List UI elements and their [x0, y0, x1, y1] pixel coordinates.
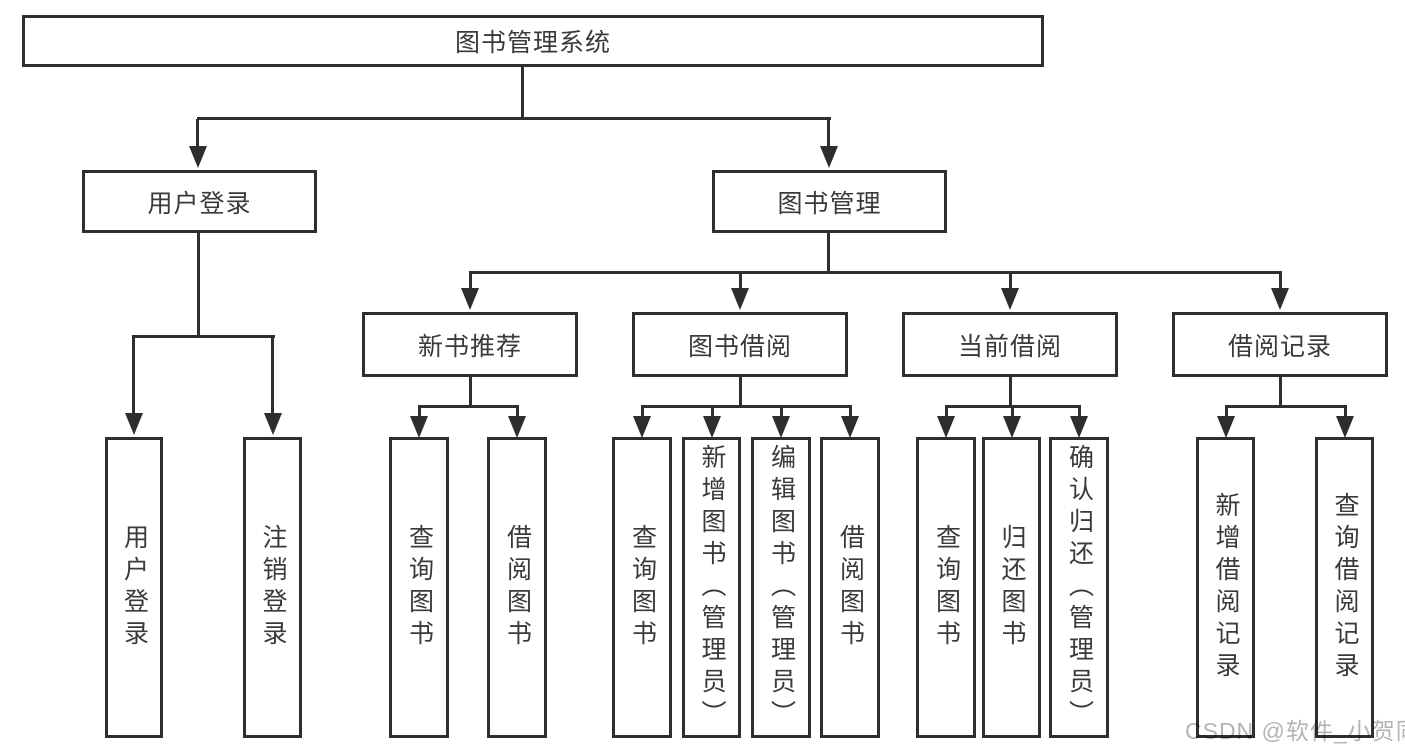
connector-book-borrow-rail — [641, 405, 852, 408]
connector-book-mgmt-down — [827, 233, 830, 274]
node-current-borrow: 当前借阅 — [902, 312, 1118, 377]
leaf-query-books: 查询图书 — [916, 437, 976, 738]
leaf-query-books: 查询图书 — [389, 437, 449, 738]
connector-stem-leaf — [849, 407, 852, 418]
leaf-return-books: 归还图书 — [982, 437, 1041, 738]
leaf-label: 查询图书 — [628, 523, 657, 652]
leaf-logout: 注销登录 — [243, 437, 302, 738]
leaf-add-books-admin: 新增图书（管理员） — [682, 437, 741, 738]
connector-stem-new-book — [469, 273, 472, 290]
connector-stem-leaf — [1011, 407, 1014, 418]
connector-stem-login-leaf2 — [271, 337, 274, 415]
leaf-label: 查询借阅记录 — [1331, 491, 1359, 684]
arrow-down-icon — [1217, 416, 1235, 438]
leaf-query-books: 查询图书 — [612, 437, 672, 738]
connector-stem-leaf — [1225, 407, 1228, 418]
connector-stem-borrow-record — [1279, 273, 1282, 290]
leaf-borrow-books: 借阅图书 — [820, 437, 880, 738]
connector-user-login-rail — [132, 335, 275, 338]
connector-root-trunk — [521, 67, 524, 119]
connector-book-borrow-down — [739, 377, 742, 407]
node-book-management: 图书管理 — [712, 170, 947, 233]
connector-stem-leaf — [711, 407, 714, 418]
connector-stem-user-login — [196, 119, 199, 146]
arrow-down-icon — [1001, 288, 1019, 310]
node-label: 用户登录 — [147, 189, 252, 218]
node-label: 图书借阅 — [687, 332, 792, 361]
connector-stem-leaf — [1078, 407, 1081, 418]
leaf-add-borrow-record: 新增借阅记录 — [1196, 437, 1255, 738]
arrow-down-icon — [937, 416, 955, 438]
arrow-down-icon — [508, 416, 526, 438]
connector-stem-login-leaf1 — [132, 337, 135, 415]
leaf-label: 借阅图书 — [503, 523, 532, 652]
connector-level2-rail — [197, 117, 831, 120]
leaf-query-borrow-record: 查询借阅记录 — [1315, 437, 1374, 738]
arrow-down-icon — [264, 413, 282, 435]
leaf-label: 新增图书（管理员） — [698, 443, 726, 732]
connector-stem-leaf — [641, 407, 644, 418]
connector-stem-leaf — [1344, 407, 1347, 418]
node-label: 当前借阅 — [957, 332, 1062, 361]
leaf-label: 确认归还（管理员） — [1065, 443, 1094, 732]
leaf-user-login: 用户登录 — [105, 437, 163, 738]
connector-stem-leaf — [945, 407, 948, 418]
node-label: 借阅记录 — [1227, 332, 1332, 361]
arrow-down-icon — [1336, 416, 1354, 438]
node-user-login: 用户登录 — [82, 170, 317, 233]
connector-stem-book-mgmt — [827, 119, 830, 146]
leaf-borrow-books: 借阅图书 — [487, 437, 547, 738]
leaf-label: 注销登录 — [259, 523, 287, 652]
leaf-label: 归还图书 — [998, 523, 1026, 652]
arrow-down-icon — [189, 146, 207, 168]
leaf-label: 查询图书 — [405, 523, 434, 652]
leaf-label: 编辑图书（管理员） — [767, 443, 796, 732]
arrow-down-icon — [820, 146, 838, 168]
arrow-down-icon — [841, 416, 859, 438]
node-new-book-recommend: 新书推荐 — [362, 312, 578, 377]
connector-stem-leaf — [516, 407, 519, 418]
node-label: 新书推荐 — [417, 332, 522, 361]
node-label: 图书管理 — [777, 189, 882, 218]
node-borrow-record: 借阅记录 — [1172, 312, 1388, 377]
node-label: 图书管理系统 — [454, 29, 611, 57]
connector-current-borrow-rail — [945, 405, 1081, 408]
arrow-down-icon — [410, 416, 428, 438]
connector-stem-leaf — [780, 407, 783, 418]
arrow-down-icon — [772, 416, 790, 438]
arrow-down-icon — [461, 288, 479, 310]
csdn-watermark: CSDN @软件_小贺同学 — [1185, 718, 1405, 744]
arrow-down-icon — [633, 416, 651, 438]
connector-new-book-down — [469, 377, 472, 407]
connector-stem-book-borrow — [739, 273, 742, 290]
connector-current-borrow-down — [1009, 377, 1012, 407]
arrow-down-icon — [1070, 416, 1088, 438]
connector-borrow-record-down — [1279, 377, 1282, 407]
connector-stem-current-borrow — [1009, 273, 1012, 290]
connector-user-login-down — [197, 233, 200, 338]
leaf-label: 查询图书 — [932, 523, 961, 652]
leaf-label: 用户登录 — [120, 523, 149, 652]
node-library-management-system: 图书管理系统 — [22, 15, 1044, 67]
connector-new-book-rail — [418, 405, 519, 408]
leaf-label: 借阅图书 — [836, 523, 865, 652]
connector-level3-rail — [469, 271, 1282, 274]
leaf-edit-books-admin: 编辑图书（管理员） — [751, 437, 811, 738]
arrow-down-icon — [731, 288, 749, 310]
leaf-label: 新增借阅记录 — [1212, 491, 1240, 684]
connector-borrow-record-rail — [1225, 405, 1347, 408]
arrow-down-icon — [703, 416, 721, 438]
arrow-down-icon — [1003, 416, 1021, 438]
connector-stem-leaf — [418, 407, 421, 418]
node-book-borrow: 图书借阅 — [632, 312, 848, 377]
arrow-down-icon — [125, 413, 143, 435]
leaf-confirm-return-admin: 确认归还（管理员） — [1049, 437, 1109, 738]
arrow-down-icon — [1271, 288, 1289, 310]
